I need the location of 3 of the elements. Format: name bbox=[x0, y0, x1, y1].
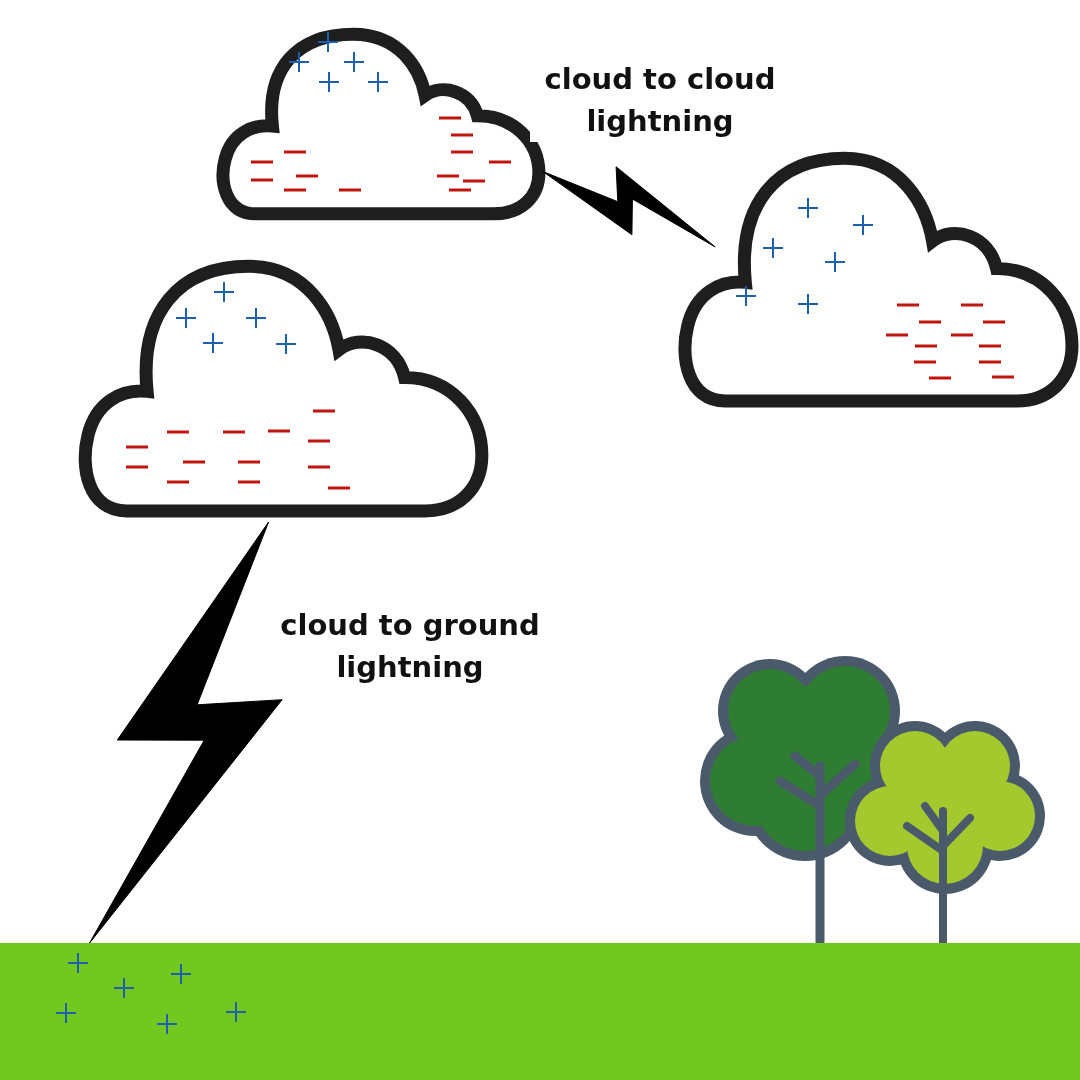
lightning-bolt bbox=[89, 521, 283, 944]
ground bbox=[0, 943, 1080, 1080]
lightning-bolt bbox=[542, 166, 716, 248]
